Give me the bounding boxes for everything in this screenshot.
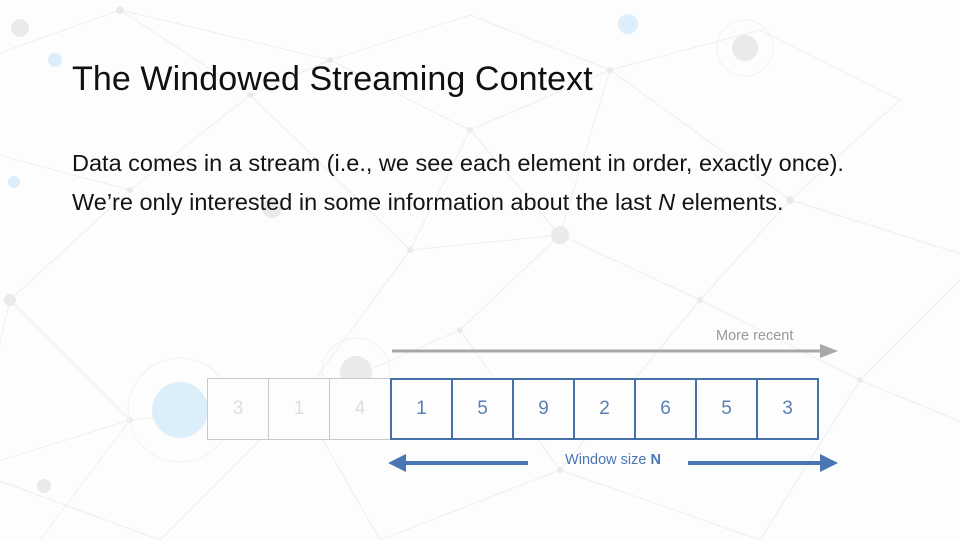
stream-cell-value: 1 bbox=[293, 398, 305, 419]
stream-cell-window: 6 bbox=[634, 378, 697, 440]
stream-cell-window: 5 bbox=[451, 378, 514, 440]
stream-cell-value: 4 bbox=[354, 398, 366, 419]
window-size-label-prefix: Window size bbox=[565, 452, 651, 468]
stream-cell-value: 3 bbox=[782, 398, 793, 419]
more-recent-label: More recent bbox=[716, 328, 794, 344]
body-paragraph-1: Data comes in a stream (i.e., we see eac… bbox=[72, 146, 862, 181]
stream-cell-value: 6 bbox=[660, 398, 671, 419]
window-size-annotation: Window size N bbox=[388, 450, 838, 478]
window-size-label: Window size N bbox=[548, 452, 678, 468]
body-text-block: Data comes in a stream (i.e., we see eac… bbox=[72, 146, 862, 224]
stream-cell-past: 1 bbox=[268, 378, 330, 440]
body-paragraph-1-text: Data comes in a stream (i.e., we see eac… bbox=[72, 150, 844, 176]
body-paragraph-2-after: elements. bbox=[675, 189, 784, 215]
stream-cell-window: 3 bbox=[756, 378, 819, 440]
stream-cell-value: 3 bbox=[232, 398, 244, 419]
stream-cell-value: 5 bbox=[721, 398, 732, 419]
stream-cell-past: 4 bbox=[329, 378, 391, 440]
stream-cell-value: 2 bbox=[599, 398, 610, 419]
stream-cell-past: 3 bbox=[207, 378, 269, 440]
stream-cells-row: 3 1 4 1 5 9 2 6 5 3 bbox=[207, 378, 819, 440]
stream-cell-window: 9 bbox=[512, 378, 575, 440]
timeline-arrow-icon bbox=[392, 344, 838, 358]
stream-cell-window: 2 bbox=[573, 378, 636, 440]
stream-cell-window: 5 bbox=[695, 378, 758, 440]
window-arrow-left-icon bbox=[388, 454, 528, 472]
body-paragraph-2-before: We’re only interested in some informatio… bbox=[72, 189, 659, 215]
body-paragraph-2: We’re only interested in some informatio… bbox=[72, 185, 862, 220]
stream-cell-value: 9 bbox=[538, 398, 549, 419]
window-arrow-right-icon bbox=[688, 454, 838, 472]
slide-title: The Windowed Streaming Context bbox=[72, 60, 593, 98]
body-paragraph-2-variable: N bbox=[658, 189, 676, 215]
stream-cell-value: 5 bbox=[477, 398, 488, 419]
window-size-variable: N bbox=[650, 452, 661, 468]
stream-cell-window: 1 bbox=[390, 378, 453, 440]
stream-cell-value: 1 bbox=[416, 398, 427, 419]
